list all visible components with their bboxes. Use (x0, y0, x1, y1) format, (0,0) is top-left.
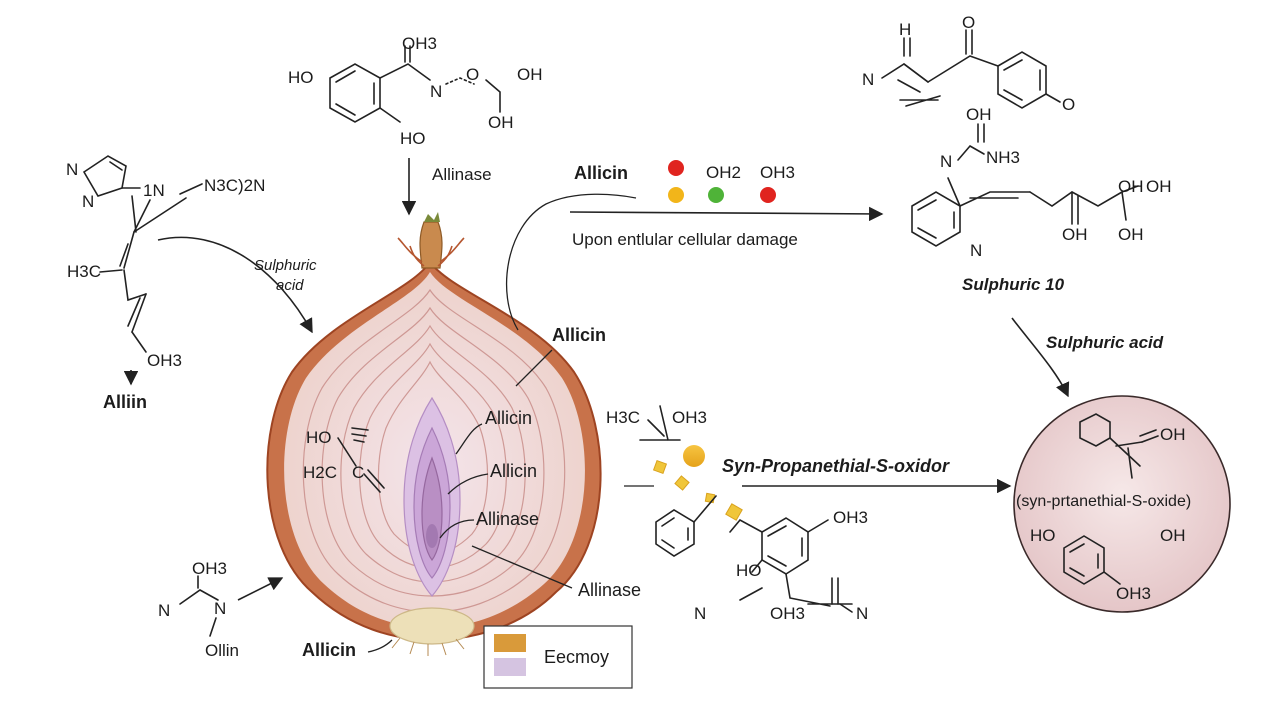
legend: Eecmoy (483, 625, 633, 689)
left-molecule: N N 1N N3C)2N H3C OH3 (66, 155, 265, 370)
cb-formula-h3c: H3C (606, 408, 640, 427)
circle-formula-oh-top: OH (1160, 425, 1186, 444)
label-sulphuric-10: Sulphuric 10 (962, 275, 1065, 294)
onion-root-plate (389, 607, 475, 645)
rm-formula-oh-3: OH (1118, 177, 1144, 196)
label-sulphuric-acid-curve-1: Sulphuric (254, 257, 317, 274)
leader-allicin-2 (455, 423, 483, 455)
cb-formula-ho: N (694, 604, 706, 623)
label-allicin-top: Allicin (574, 163, 628, 183)
tr-formula-n: N (862, 70, 874, 89)
tr-formula-o-top: O (962, 13, 975, 32)
right-mid-molecule: OH N NH3 N OH OH OH OH (911, 105, 1172, 260)
arrow-ollin-to-onion (237, 577, 284, 601)
rm-formula-oh-4: OH (1146, 177, 1172, 196)
cb-formula-n2: OH3 (770, 604, 805, 623)
label-cellular-damage: Upon entlular cellular damage (572, 230, 798, 249)
label-alliin: Alliin (103, 392, 147, 412)
bl-formula-n1: N (158, 601, 170, 620)
left-formula-n3c2n: N3C)2N (204, 176, 265, 195)
label-allicin-1: Allicin (552, 325, 606, 345)
label-allicin-bottom: Allicin (302, 640, 356, 660)
cb-formula-oh3-bottom: N (856, 604, 868, 623)
onion-neck (397, 212, 465, 269)
label-ollin: Ollin (205, 641, 239, 660)
rm-formula-nh3: NH3 (986, 148, 1020, 167)
onion-callouts: Allicin Allicin Allicin Allinase Allinas… (439, 325, 641, 600)
leader-allinase-1 (439, 519, 475, 539)
onion-core (403, 396, 461, 597)
arrow-alliin-to-onion (157, 236, 313, 334)
top-formula-o: O (466, 65, 479, 84)
leader-allicin-bottom (367, 639, 393, 653)
top-formula-oh3: OH3 (402, 34, 437, 53)
label-allinase-1: Allinase (476, 509, 539, 529)
product-circle: OH (syn-prtanethial-S-oxide) HO OH OH3 (1013, 395, 1231, 613)
onion-illustration: HO H2C C (266, 212, 602, 656)
rm-formula-n-bottom: N (970, 241, 982, 260)
arrow-cellular-damage (569, 206, 884, 222)
cb-formula-oh3-top: OH3 (672, 408, 707, 427)
left-formula-oh3: OH3 (147, 351, 182, 370)
circle-formula-oh-mid: OH (1160, 526, 1186, 545)
rm-formula-oh-top: OH (966, 105, 992, 124)
legend-swatch-purple (494, 658, 526, 676)
top-formula-n: N (430, 82, 442, 101)
leader-allicin-1 (515, 349, 553, 387)
leader-allicin-3 (447, 473, 489, 495)
onion-inner-molecule: HO H2C C (303, 427, 385, 493)
reagent-dot-red (668, 160, 684, 176)
circle-formula-oh3: OH3 (1116, 584, 1151, 603)
left-formula-h3c: H3C (67, 262, 101, 281)
cb-formula-n1: HO (736, 561, 762, 580)
label-allicin-2: Allicin (485, 408, 532, 428)
curve-onion-to-reaction (506, 193, 637, 331)
onion-formula-c: C (352, 463, 364, 482)
arrow-to-circle (1011, 317, 1070, 398)
rm-formula-oh-1: OH (1062, 225, 1088, 244)
reagent-dot-green (708, 187, 724, 203)
sun-particle (683, 445, 705, 467)
rm-formula-oh-2: OH (1118, 225, 1144, 244)
bl-formula-n2: N (214, 599, 226, 618)
left-formula-n1: N (66, 160, 78, 179)
top-formula-ho-bottom: HO (400, 129, 426, 148)
reagents: Allicin OH2 OH3 (574, 160, 795, 203)
top-center-molecule: OH3 HO N O OH OH HO (288, 34, 543, 148)
left-formula-1n: 1N (143, 181, 165, 200)
onion-formula-ho: HO (306, 428, 332, 447)
label-allinase-2: Allinase (578, 580, 641, 600)
label-syn-propanethial: Syn-Propanethial-S-oxidor (722, 456, 950, 476)
tr-formula-o-right: O (1062, 95, 1075, 114)
top-formula-oh-right: OH (517, 65, 543, 84)
circle-formula-ho: HO (1030, 526, 1056, 545)
left-formula-n2: N (82, 192, 94, 211)
top-right-molecule: H N O O (862, 13, 1075, 114)
reagent-oh3: OH3 (760, 163, 795, 182)
onion-formula-h2c: H2C (303, 463, 337, 482)
label-circle-name: (syn-prtanethial-S-oxide) (1016, 493, 1191, 510)
cb-formula-oh3-right: OH3 (833, 508, 868, 527)
tr-formula-h: H (899, 20, 911, 39)
leader-allinase-2 (471, 545, 573, 589)
reagent-oh2: OH2 (706, 163, 741, 182)
bl-formula-oh3: OH3 (192, 559, 227, 578)
legend-label: Eecmoy (544, 647, 609, 667)
rm-formula-n-top: N (940, 152, 952, 171)
label-sulphuric-acid-right: Sulphuric acid (1046, 333, 1164, 352)
top-formula-oh-bottom: OH (488, 113, 514, 132)
syn-propanethial-molecule: H3C OH3 OH3 N HO N OH3 (606, 405, 868, 623)
bottom-left-molecule: OH3 N N Ollin (158, 559, 239, 660)
reagent-dot-red-2 (760, 187, 776, 203)
label-allicin-3: Allicin (490, 461, 537, 481)
legend-swatch-orange (494, 634, 526, 652)
reagent-dot-yellow (668, 187, 684, 203)
top-formula-ho: HO (288, 68, 314, 87)
label-allinase-top: Allinase (432, 165, 492, 184)
label-sulphuric-acid-curve-2: acid (276, 277, 304, 294)
